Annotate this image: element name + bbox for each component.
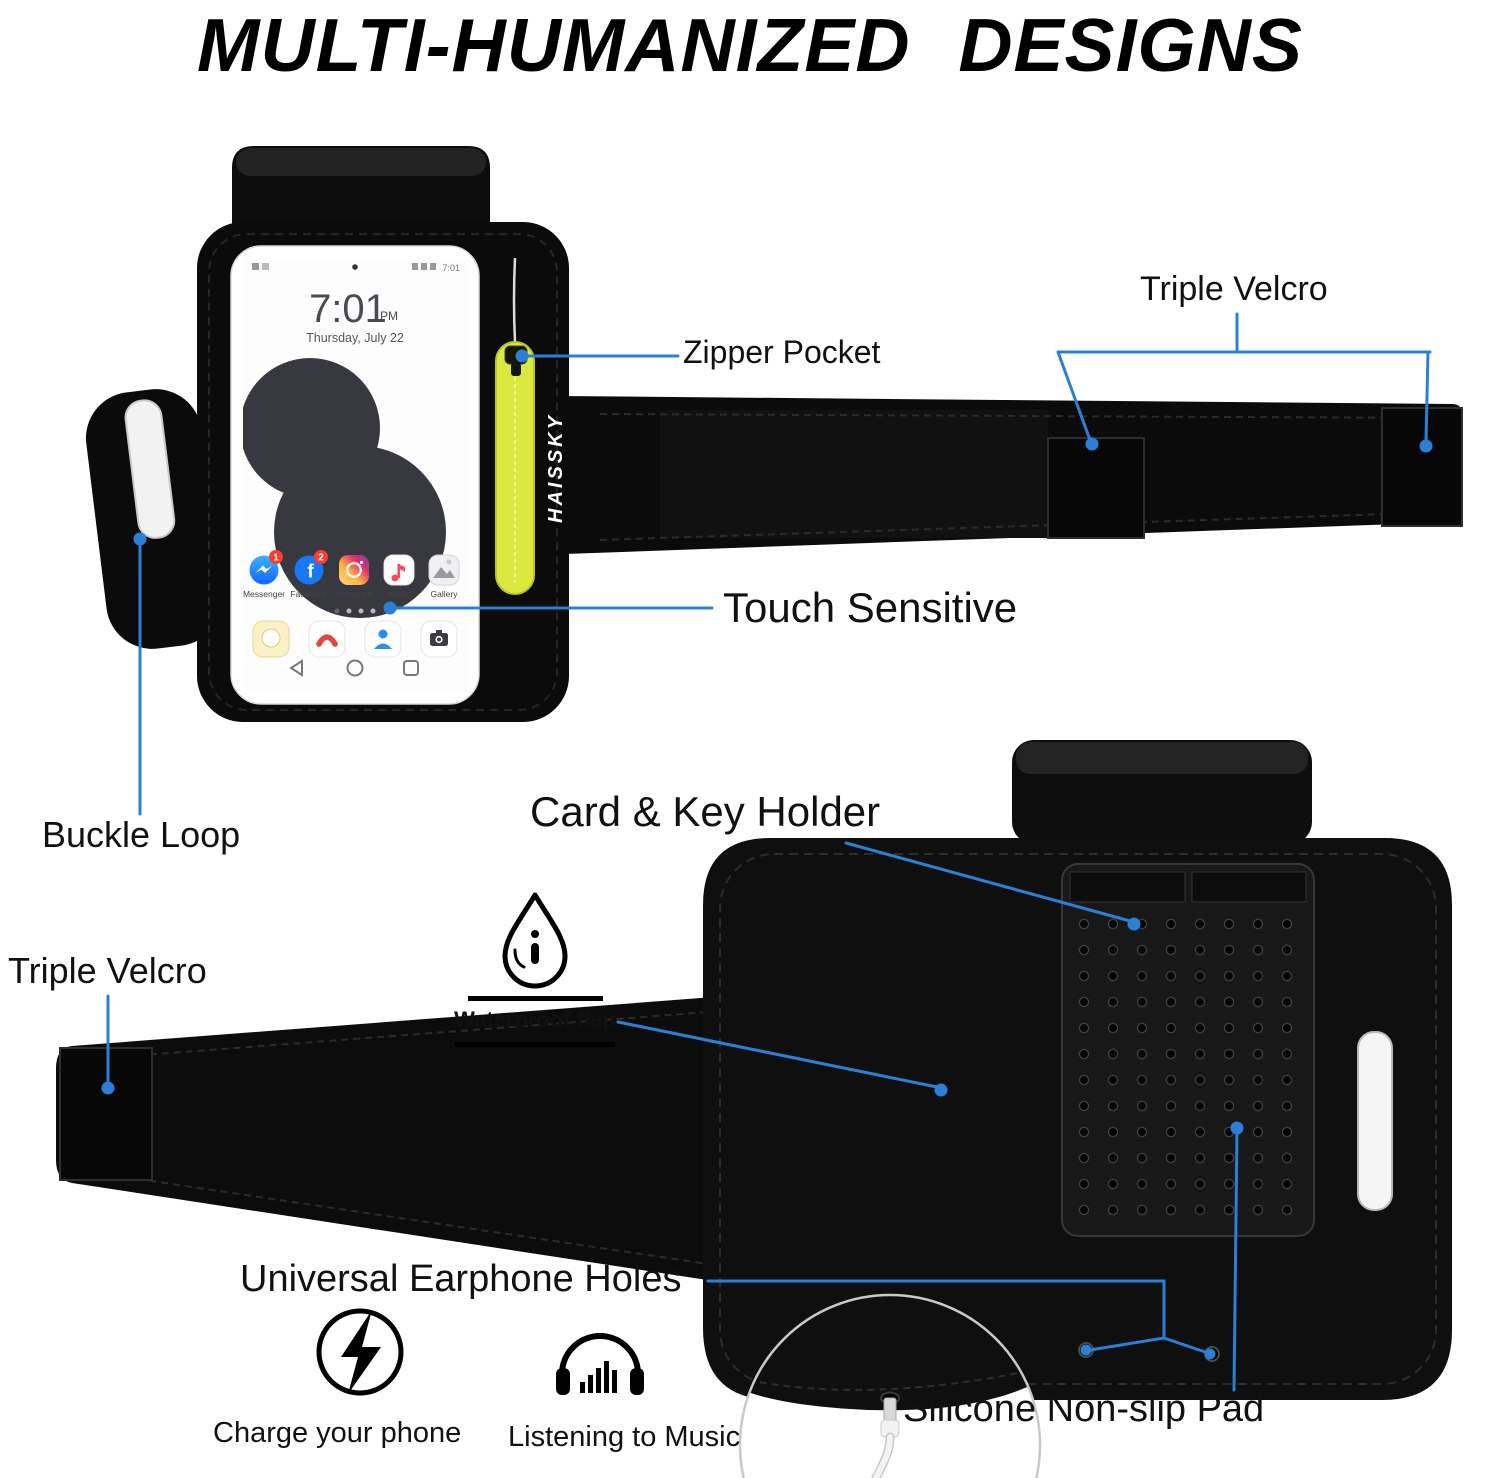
instagram-icon (339, 555, 369, 585)
front-top-tab-fuzz (236, 148, 486, 176)
phone-status-bar: 7:01 (252, 263, 460, 273)
app-label: Facebook (290, 589, 328, 599)
phone-dock-icon (308, 620, 346, 658)
back-top-tab-fuzz (1016, 742, 1308, 774)
callout-buckle-loop: Buckle Loop (42, 814, 241, 855)
zipper-seam (512, 257, 517, 343)
callout-triple-velcro-top: Triple Velcro (1140, 270, 1328, 308)
back-buckle-slot (1357, 1031, 1393, 1211)
back-icon (289, 659, 303, 677)
back-body-stitch (719, 853, 1437, 1385)
pad-dot-grid (1074, 914, 1304, 1226)
facebook-badge-count: 2 (318, 553, 324, 564)
recents-icon (403, 660, 419, 676)
clock-time: 7:01 (309, 287, 387, 331)
front-body-stitch (208, 233, 558, 711)
armband-back-strap (56, 995, 740, 1285)
clock-date: Thursday, July 22 (306, 331, 404, 345)
callout-lines (106, 312, 1432, 1392)
app-label: Instagram (335, 589, 373, 599)
nav-bar (289, 659, 419, 677)
velcro-patch-2 (1381, 407, 1463, 527)
callout-silicone-pad: Silicone Non-slip Pad (903, 1388, 1265, 1430)
callout-zipper-pocket: Zipper Pocket (683, 334, 881, 370)
callout-universal-earphone-holes: Universal Earphone Holes (240, 1258, 682, 1300)
callout-waterproof-flap: Waterproof flap (454, 1007, 616, 1032)
brand-text: HAISSKY (545, 413, 567, 523)
music-icon (383, 554, 415, 586)
facebook-icon: f 2 (294, 550, 328, 585)
callout-touch-sensitive: Touch Sensitive (723, 584, 1018, 631)
app-label: Gallery (431, 589, 459, 599)
callout-triple-velcro-left: Triple Velcro (8, 950, 207, 991)
facebook-glyph: f (307, 562, 314, 583)
velcro-patch-left (59, 1047, 153, 1181)
contacts-dock-icon (364, 620, 402, 658)
buckle-wing (85, 389, 223, 649)
armband-front: 7:01 7:01 PM Thursday, July 22 1 f 2 (85, 146, 1463, 722)
card-key-line (844, 841, 1132, 923)
callout-dots (101, 349, 1433, 1360)
app-row: 1 f 2 (243, 550, 460, 599)
card-holder-strip (1191, 871, 1307, 903)
gallery-icon (428, 554, 460, 586)
lightning-cable (871, 1397, 900, 1478)
charge-icon (316, 1308, 404, 1396)
zipper (495, 341, 535, 595)
buckle-loop-slot (124, 399, 176, 539)
messenger-badge (269, 550, 283, 564)
strap-velcro-zone (660, 410, 1048, 538)
clock-ampm: PM (380, 309, 398, 323)
silicone-pad-line (1232, 1129, 1239, 1392)
waterproof-line (616, 1020, 939, 1089)
headphones-icon (556, 1333, 644, 1395)
silicone-pad (1061, 863, 1315, 1237)
messenger-badge-count: 1 (273, 553, 279, 564)
caption-listening-music: Listening to Music (508, 1421, 741, 1453)
water-drop-icon (455, 892, 615, 1047)
facebook-badge (314, 550, 328, 564)
app-label: Messenger (243, 589, 285, 599)
velcro-patch-1 (1047, 437, 1145, 539)
page-dots (334, 608, 376, 614)
status-time: 7:01 (442, 263, 460, 273)
triple-velcro-top-line (1056, 312, 1432, 444)
card-holder-strip (1069, 871, 1186, 903)
messages-dock-icon (252, 620, 290, 658)
page-title: MULTI-HUMANIZED DESIGNS (197, 3, 1303, 87)
camera-dock-icon (420, 620, 458, 658)
callout-card-key-holder: Card & Key Holder (530, 788, 881, 835)
earphone-holes-line (706, 1279, 1210, 1355)
messenger-icon: 1 (249, 550, 283, 585)
caption-charge-phone: Charge your phone (213, 1417, 462, 1449)
app-label: Music (388, 589, 411, 599)
phone: 7:01 7:01 PM Thursday, July 22 1 f 2 (230, 245, 480, 705)
home-icon (346, 659, 364, 677)
phone-camera-hole (352, 264, 358, 270)
armband-back (56, 740, 1452, 1400)
phone-dock (252, 620, 458, 658)
